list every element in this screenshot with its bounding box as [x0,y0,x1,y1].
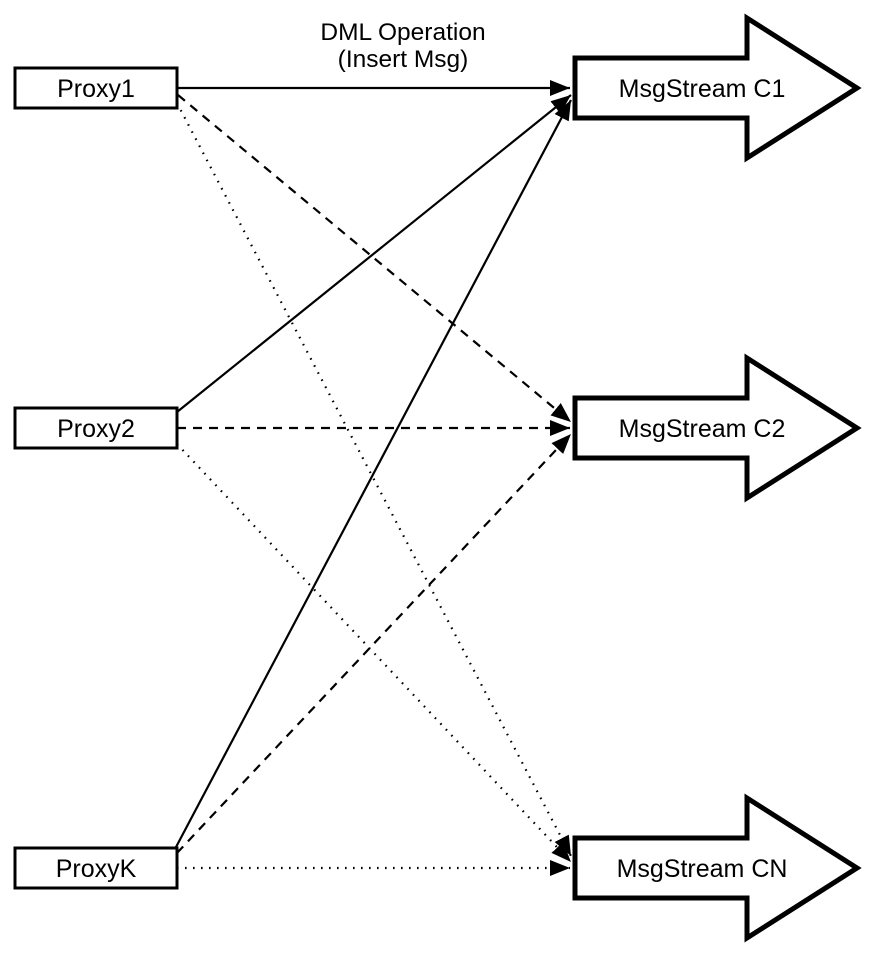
edge-proxy1-to-msgstream-cn [176,102,572,857]
msgstream-c2-node: MsgStream C2 [572,353,862,503]
msgstream-c1-node: MsgStream C1 [572,13,862,163]
annotation-line1: DML Operation [320,19,485,46]
msgstream-c1-arrow [572,13,862,163]
edge-proxyk-to-msgstream-c2 [176,433,572,854]
proxy1-label: Proxy1 [57,75,135,103]
msgstream-c1-label: MsgStream C1 [619,75,786,103]
msgstream-c2-arrow [572,353,862,503]
proxy1-node: Proxy1 [13,66,179,110]
proxy2-node: Proxy2 [13,406,179,450]
edge-proxy2-to-msgstream-c1 [176,94,572,413]
proxy1-box [13,66,179,110]
proxyk-node: ProxyK [13,846,179,890]
edge-proxyk-to-msgstream-c1 [174,99,572,850]
msgstream-c2-label: MsgStream C2 [619,415,786,443]
proxy2-label: Proxy2 [57,415,135,443]
edge-proxy2-to-msgstream-cn [176,443,572,863]
proxy2-box [13,406,179,450]
msgstream-cn-node: MsgStream CN [572,793,862,943]
annotation-line2: (Insert Msg) [338,46,469,73]
msgstream-cn-arrow [572,793,862,943]
msgstream-cn-label: MsgStream CN [617,855,788,883]
proxyk-label: ProxyK [56,855,137,883]
proxyk-box [13,846,179,890]
edge-proxy1-to-msgstream-c2 [177,94,572,423]
